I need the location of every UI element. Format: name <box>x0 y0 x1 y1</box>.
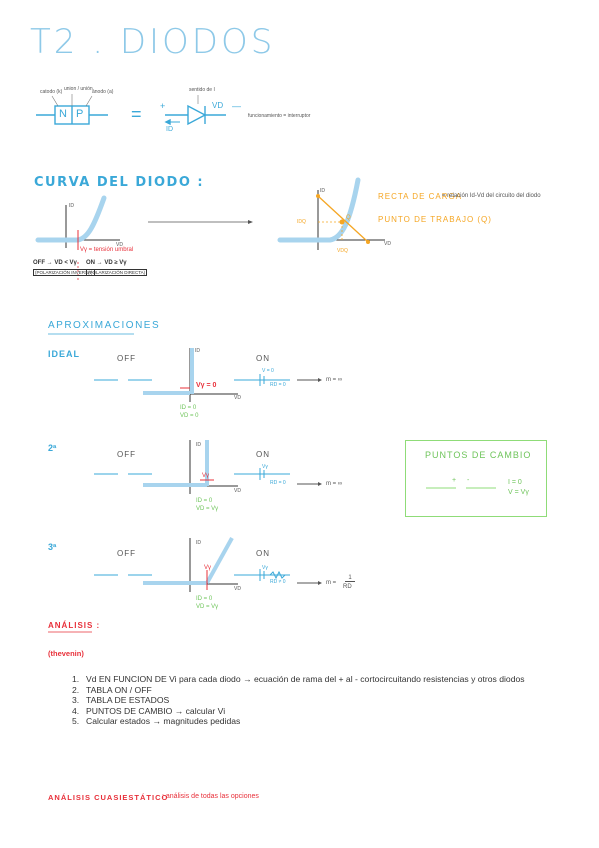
third-approx-graph <box>143 537 238 592</box>
vdq-label: VDQ <box>337 248 348 254</box>
second-cond2: VD = Vγ <box>196 506 219 512</box>
third-on-label: ON <box>256 549 270 558</box>
ideal-cond2: VD = 0 <box>180 413 199 419</box>
vy-label: Vγ = tensión umbral <box>80 247 134 253</box>
idq-label: IDQ <box>297 219 306 225</box>
third-axis-v: VD <box>234 586 241 592</box>
second-axis-i: ID <box>196 442 201 448</box>
ideal-graph <box>143 348 238 402</box>
recta-note: = relación Id-Vd del circuito del diodo <box>442 193 541 199</box>
puntos-cond2: V = Vγ <box>508 489 529 496</box>
arrow-to-load-line <box>148 220 253 224</box>
curva-axis-v: VD <box>116 242 123 248</box>
ideal-on-circuit <box>234 374 322 386</box>
analisis-heading: ANÁLISIS : <box>48 621 101 630</box>
off-bracket: (POLARIZACIÓN INVERSA) <box>33 269 95 276</box>
ideal-axis-v: VD <box>234 395 241 401</box>
diode-curve-graph <box>35 195 120 280</box>
puntos-plus: + <box>452 477 457 484</box>
third-slope-num: 1 <box>345 575 355 582</box>
symbol-note: funcionamiento = interruptor <box>248 113 311 119</box>
third-vy: Vγ <box>204 565 212 571</box>
second-label: 2ª <box>48 443 57 453</box>
off-label: OFF → VD < Vγ <box>33 260 77 266</box>
ideal-off-label: OFF <box>117 354 136 363</box>
analisis-step: 2.TABLA ON / OFF <box>72 684 152 695</box>
second-on-r: RD = 0 <box>270 480 286 486</box>
second-cond1: ID = 0 <box>196 498 213 504</box>
p-label: P <box>76 108 84 120</box>
third-slope-m: m = <box>326 580 337 586</box>
ideal-label: IDEAL <box>48 349 80 359</box>
minus-sign: — <box>232 101 241 111</box>
ideal-axis-i: ID <box>195 348 200 354</box>
puntos-de-cambio-box <box>405 440 547 517</box>
plus-sign: + <box>160 101 166 111</box>
second-on-label: ON <box>256 450 270 459</box>
id-label: ID <box>166 126 173 133</box>
second-vy: Vγ <box>202 473 210 479</box>
diode-symbol <box>164 95 226 126</box>
analisis-step: 4.PUNTOS DE CAMBIO → calcular Vi <box>72 705 226 716</box>
cuasi-heading: ANÁLISIS CUASIESTÁTICO <box>48 793 169 802</box>
puntos-heading: PUNTOS DE CAMBIO <box>425 450 532 460</box>
on-bracket: (POLARIZACIÓN DIRECTA) <box>86 269 148 276</box>
third-cond2: VD = Vγ <box>196 604 219 610</box>
second-on-circuit <box>234 468 322 486</box>
third-on-v: Vγ <box>262 565 268 571</box>
on-label: ON → VD ≥ Vγ <box>86 260 127 266</box>
annot-mid: union / unión <box>64 86 93 92</box>
recta-heading: RECTA DE CARGA <box>378 192 463 201</box>
load-line-graph <box>277 177 385 250</box>
ideal-on-v: V = 0 <box>262 368 274 374</box>
aprox-heading: APROXIMACIONES <box>48 320 161 331</box>
third-on-r: RD ≠ 0 <box>270 579 286 585</box>
vd-label: VD <box>212 101 224 110</box>
analisis-sub: (thevenin) <box>48 649 84 658</box>
equals-sign: = <box>131 104 142 124</box>
second-axis-v: VD <box>234 488 241 494</box>
third-off-label: OFF <box>117 549 136 558</box>
punto-heading: PUNTO DE TRABAJO (Q) <box>378 215 492 224</box>
analisis-step: 5.Calcular estados → magnitudes pedidas <box>72 716 241 726</box>
diode-top-annot: sentido de I <box>189 87 215 93</box>
second-slope: m = ∞ <box>326 481 343 487</box>
puntos-cond1: I = 0 <box>508 479 522 486</box>
curva-axis-i: ID <box>69 203 74 209</box>
third-slope-den: RD <box>343 584 352 590</box>
ideal-on-label: ON <box>256 354 270 363</box>
n-label: N <box>59 108 67 120</box>
ideal-slope: m = ∞ <box>326 377 343 383</box>
second-approx-graph <box>143 440 238 494</box>
ideal-cond1: ID = 0 <box>180 405 197 411</box>
third-on-circuit <box>234 569 322 585</box>
cuasi-note: : análisis de todas las opciones <box>162 793 259 800</box>
analisis-steps: 1.Vd EN FUNCION DE Vi para cada diodo → … <box>72 674 525 727</box>
analisis-step: 3.TABLA DE ESTADOS <box>72 695 170 705</box>
curva-heading: CURVA DEL DIODO : <box>34 175 205 190</box>
ideal-on-r: RD = 0 <box>270 382 286 388</box>
second-off-label: OFF <box>117 450 136 459</box>
pn-junction-symbol <box>36 94 108 125</box>
analisis-step: 1.Vd EN FUNCION DE Vi para cada diodo → … <box>72 674 525 684</box>
puntos-minus: - <box>467 477 470 484</box>
page-title: T2 . DIODOS <box>30 22 276 62</box>
third-cond1: ID = 0 <box>196 596 213 602</box>
second-on-v: Vγ <box>262 464 268 470</box>
q-label: Q <box>346 215 351 221</box>
annot-left: catodo (k) <box>40 89 63 95</box>
third-label: 3ª <box>48 542 57 552</box>
load-axis-v: VD <box>384 241 391 247</box>
load-axis-i: ID <box>320 188 325 194</box>
ideal-vy: Vγ = 0 <box>196 382 217 389</box>
annot-right: ánodo (a) <box>92 89 114 95</box>
third-axis-i: ID <box>196 540 201 546</box>
